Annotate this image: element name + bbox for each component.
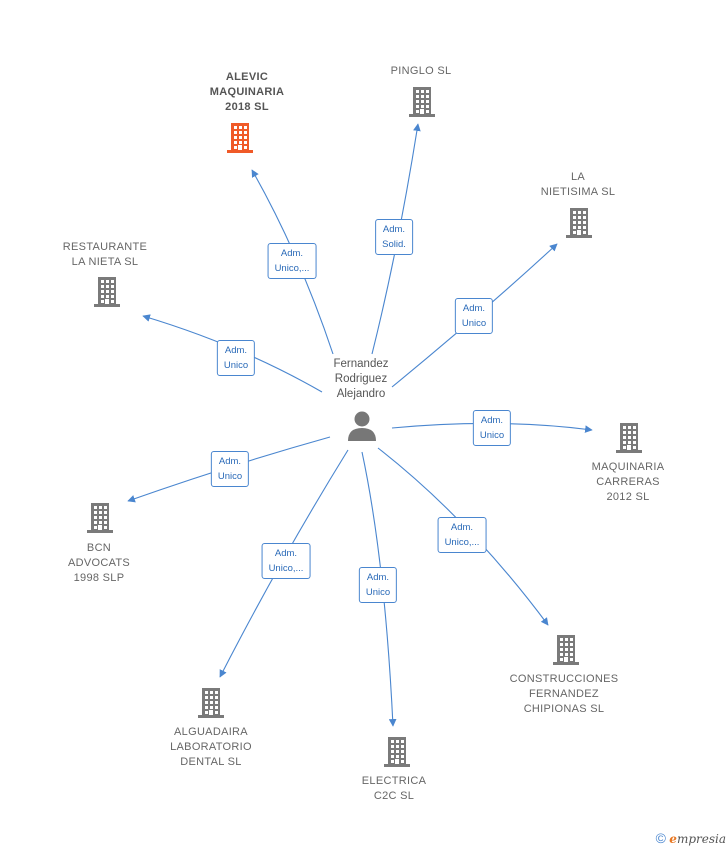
relation-label-alevic[interactable]: Adm. Unico,...	[267, 243, 317, 279]
relation-label-pinglo[interactable]: Adm. Solid.	[375, 219, 413, 255]
restaurante-building-icon[interactable]	[94, 277, 120, 307]
construcciones-building-icon[interactable]	[553, 635, 579, 665]
electrica-building-icon[interactable]	[384, 737, 410, 767]
relation-label-alguadaira[interactable]: Adm. Unico,...	[261, 543, 311, 579]
brand-logo[interactable]: empresia	[669, 832, 726, 846]
company-name-maquinaria[interactable]: MAQUINARIA CARRERAS 2012 SL	[591, 461, 665, 503]
company-name-alguadaira[interactable]: ALGUADAIRA LABORATORIO DENTAL SL	[170, 726, 252, 768]
company-name-construcciones[interactable]: CONSTRUCCIONES FERNANDEZ CHIPIONAS SL	[509, 673, 619, 715]
relation-label-maquinaria[interactable]: Adm. Unico	[472, 410, 512, 446]
nietisima-building-icon[interactable]	[566, 208, 592, 238]
person-node[interactable]	[348, 411, 376, 442]
company-name-nietisima[interactable]: LA NIETISIMA SL	[540, 171, 616, 198]
company-name-pinglo[interactable]: PINGLO SL	[390, 65, 452, 77]
copyright-icon: ©	[655, 830, 666, 846]
company-name-electrica[interactable]: ELECTRICA C2C SL	[361, 775, 427, 802]
relation-label-nietisima[interactable]: Adm. Unico	[454, 298, 494, 334]
relation-label-restaurante[interactable]: Adm. Unico	[216, 340, 256, 376]
maquinaria-building-icon[interactable]	[616, 423, 642, 453]
pinglo-building-icon[interactable]	[409, 87, 435, 117]
bcn-building-icon[interactable]	[87, 503, 113, 533]
company-name-alevic[interactable]: ALEVIC MAQUINARIA 2018 SL	[209, 71, 285, 113]
alevic-building-icon[interactable]	[227, 123, 253, 153]
company-nodes	[87, 87, 642, 767]
relation-label-bcn[interactable]: Adm. Unico	[210, 451, 250, 487]
company-name-bcn[interactable]: BCN ADVOCATS 1998 SLP	[67, 542, 131, 584]
relation-label-electrica[interactable]: Adm. Unico	[358, 567, 398, 603]
person-icon	[348, 411, 376, 441]
person-name[interactable]: Fernandez Rodriguez Alejandro	[333, 357, 389, 402]
alguadaira-building-icon[interactable]	[198, 688, 224, 718]
relation-label-construcciones[interactable]: Adm. Unico,...	[437, 517, 487, 553]
company-name-restaurante[interactable]: RESTAURANTE LA NIETA SL	[62, 241, 148, 268]
footer-brand: © empresia	[656, 830, 726, 846]
